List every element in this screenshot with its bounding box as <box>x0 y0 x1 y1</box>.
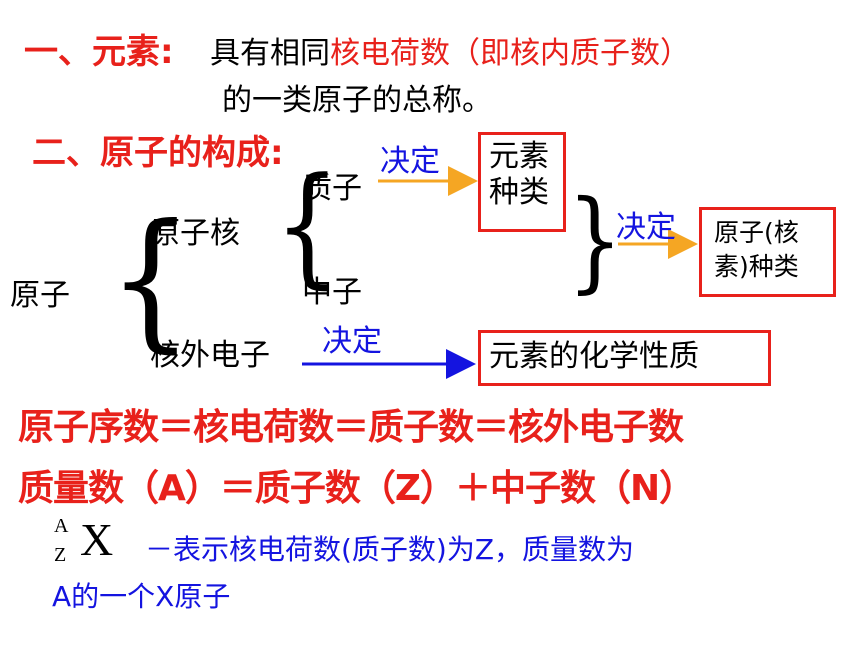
notation-desc-line1: －表示核电荷数(质子数)为Z，质量数为 <box>145 533 635 566</box>
nucleus-brace: { <box>274 149 341 301</box>
box-chemical-properties: 元素的化学性质 <box>478 330 771 386</box>
notation-desc-line2: A的一个X原子 <box>52 580 231 613</box>
definition-text: 具有相同 <box>210 36 330 71</box>
decides-label-3: 决定 <box>322 324 382 359</box>
atom-label: 原子 <box>10 278 70 313</box>
definition-highlight: 核电荷数（即核内质子数） <box>330 36 690 71</box>
decides-label-2: 决定 <box>616 210 676 245</box>
section1-heading: 一、元素: <box>24 32 174 72</box>
section1-definition-line2: 的一类原子的总称。 <box>222 83 492 118</box>
equation-mass-number: 质量数（A）＝质子数（Z）＋中子数（N） <box>18 468 695 509</box>
decides-label-1: 决定 <box>380 144 440 179</box>
equation-atomic-number: 原子序数＝核电荷数＝质子数＝核外电子数 <box>18 407 684 448</box>
nucleus-label: 原子核 <box>150 216 240 251</box>
electron-label: 核外电子 <box>150 338 270 373</box>
section2-heading: 二、原子的构成: <box>32 133 284 173</box>
closing-brace: } <box>567 176 623 304</box>
atom-brace: { <box>107 193 194 367</box>
box-nuclide-type: 原子(核 素)种类 <box>699 207 836 297</box>
box-element-type: 元素 种类 <box>478 132 566 232</box>
notation-atomic-number: Z <box>54 544 67 566</box>
proton-label: 质子 <box>302 171 362 206</box>
box-element-type-line2: 种类 <box>489 175 549 210</box>
notation-mass-number: A <box>54 515 69 537</box>
section1-definition-line1: 具有相同核电荷数（即核内质子数） <box>210 28 690 72</box>
box-nuclide-line2: 素)种类 <box>714 252 799 281</box>
box-nuclide-line1: 原子(核 <box>714 218 799 247</box>
box-element-type-line1: 元素 <box>489 139 549 174</box>
neutron-label: 中子 <box>302 275 362 310</box>
notation-symbol: X <box>80 514 114 565</box>
